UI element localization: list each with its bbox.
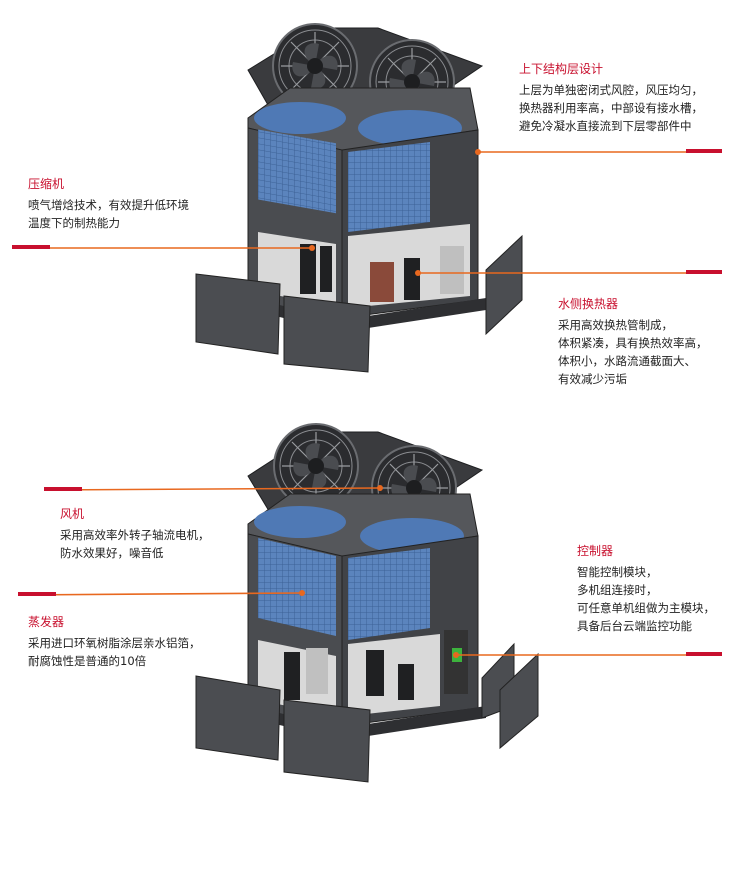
callout-line: 智能控制模块，	[577, 565, 658, 579]
leader-lines	[12, 151, 722, 656]
callout-line: 喷气增焓技术，有效提升低环境	[28, 198, 189, 212]
callout-line: 上层为单独密闭式风腔，风压均匀，	[519, 83, 703, 97]
callout-line: 采用进口环氧树脂涂层亲水铝箔，	[28, 636, 201, 650]
leader-line-fan	[43, 487, 381, 491]
callout-line: 有效减少污垢	[558, 372, 627, 386]
callout-title: 上下结构层设计	[519, 62, 604, 76]
point-marker	[415, 270, 421, 276]
callout-controller: 控制器 智能控制模块， 多机组连接时， 可任意单机组做为主模块， 具备后台云端监…	[577, 542, 715, 635]
callout-title: 蒸发器	[28, 615, 65, 629]
lower-unit	[195, 423, 539, 783]
point-marker	[377, 485, 383, 491]
callout-title: 风机	[60, 507, 85, 521]
callout-structure: 上下结构层设计 上层为单独密闭式风腔，风压均匀， 换热器利用率高，中部设有接水槽…	[519, 60, 703, 135]
line-end-marker	[686, 149, 722, 153]
line-end-marker	[44, 487, 82, 491]
callout-line: 可任意单机组做为主模块，	[577, 601, 715, 615]
line-end-marker	[12, 245, 50, 249]
callout-line: 避免冷凝水直接流到下层零部件中	[519, 119, 692, 133]
callout-title: 水侧换热器	[558, 297, 619, 311]
callout-compressor: 压缩机 喷气增焓技术，有效提升低环境 温度下的制热能力	[28, 175, 189, 232]
line-end-marker	[686, 652, 722, 656]
leader-line-evaporator	[17, 592, 303, 596]
callout-line: 体积紧凑，具有换热效率高，	[558, 336, 708, 350]
callout-evaporator: 蒸发器 采用进口环氧树脂涂层亲水铝箔， 耐腐蚀性是普通的10倍	[28, 613, 201, 670]
point-marker	[299, 590, 305, 596]
point-marker	[475, 149, 481, 155]
callout-line: 耐腐蚀性是普通的10倍	[28, 654, 147, 668]
callout-water-hx: 水侧换热器 采用高效换热管制成， 体积紧凑，具有换热效率高， 体积小，水路流通截…	[558, 295, 708, 388]
callout-line: 换热器利用率高，中部设有接水槽，	[519, 101, 703, 115]
upper-unit	[195, 23, 523, 373]
callout-line: 采用高效率外转子轴流电机，	[60, 528, 210, 542]
leader-end-markers	[12, 149, 722, 656]
callout-title: 压缩机	[28, 177, 65, 191]
callout-line: 温度下的制热能力	[28, 216, 120, 230]
line-end-marker	[686, 270, 722, 274]
leader-dots	[299, 149, 481, 658]
callout-line: 防水效果好，噪音低	[60, 546, 164, 560]
line-end-marker	[18, 592, 56, 596]
callout-line: 采用高效换热管制成，	[558, 318, 673, 332]
callout-fan: 风机 采用高效率外转子轴流电机， 防水效果好，噪音低	[60, 505, 210, 562]
callout-title: 控制器	[577, 544, 614, 558]
callout-line: 具备后台云端监控功能	[577, 619, 692, 633]
point-marker	[453, 652, 459, 658]
callout-line: 体积小，水路流通截面大、	[558, 354, 696, 368]
callout-line: 多机组连接时，	[577, 583, 658, 597]
point-marker	[309, 245, 315, 251]
